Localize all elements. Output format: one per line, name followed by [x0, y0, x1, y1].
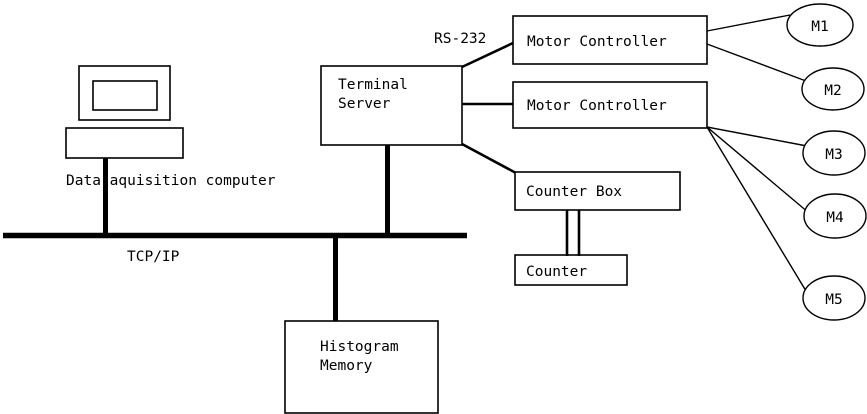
motor-controller-2-box[interactable]	[512, 81, 708, 129]
monitor-screen-icon	[92, 80, 158, 111]
terminal-server-label-line2: Server	[338, 96, 391, 112]
rs232-link-to-counter-box	[461, 142, 517, 175]
motor-m1-label: M1	[811, 19, 828, 35]
motor-controller-1-label: Motor Controller	[527, 34, 667, 50]
data-acquisition-computer[interactable]	[65, 65, 184, 159]
motor-controller-1-box[interactable]	[512, 15, 708, 65]
motor-m5-ellipse	[802, 275, 866, 321]
motor-m4-label: M4	[826, 210, 844, 226]
cable-motor-controller-1-to-m2	[706, 43, 807, 82]
histogram-memory-box[interactable]	[284, 320, 439, 414]
histogram-memory-label-line1: Histogram	[320, 339, 399, 355]
histogram-memory-label-line2: Memory	[320, 358, 373, 374]
terminal-server-box[interactable]	[320, 65, 463, 146]
motor-m1-ellipse	[786, 3, 854, 47]
motor-m2-label: M2	[824, 83, 841, 99]
motor-m2-ellipse	[801, 67, 865, 111]
counter-box-label: Counter Box	[526, 184, 622, 200]
rs232-label: RS-232	[434, 31, 486, 47]
motor-m3-ellipse	[802, 130, 866, 176]
motor-node-m5[interactable]: M5	[802, 275, 866, 321]
motor-node-m1[interactable]: M1	[786, 3, 854, 47]
computer-base-icon	[65, 127, 184, 159]
motor-m3-label: M3	[825, 147, 842, 163]
motor-node-m2[interactable]: M2	[801, 67, 865, 111]
terminal-server-label-line1: Terminal	[338, 77, 408, 93]
cable-motor-controller-2-to-m3	[706, 126, 808, 147]
motor-node-m4[interactable]: M4	[803, 193, 867, 239]
motor-node-m3[interactable]: M3	[802, 130, 866, 176]
rs232-link-to-motor-controller-1	[461, 41, 514, 69]
cable-motor-controller-2-to-m5	[706, 126, 807, 292]
counter-box[interactable]	[514, 254, 628, 286]
counter-box-box[interactable]	[514, 171, 681, 211]
data-acquisition-computer-label: Data aquisition computer	[66, 173, 276, 189]
motor-controller-2-label: Motor Controller	[527, 98, 667, 114]
motor-m5-label: M5	[825, 292, 842, 308]
tcpip-bus-label: TCP/IP	[127, 249, 180, 265]
motor-m4-ellipse	[803, 193, 867, 239]
counter-label: Counter	[526, 264, 587, 280]
cable-motor-controller-2-to-m4	[706, 126, 810, 214]
cable-motor-controller-1-to-m1	[706, 14, 791, 32]
